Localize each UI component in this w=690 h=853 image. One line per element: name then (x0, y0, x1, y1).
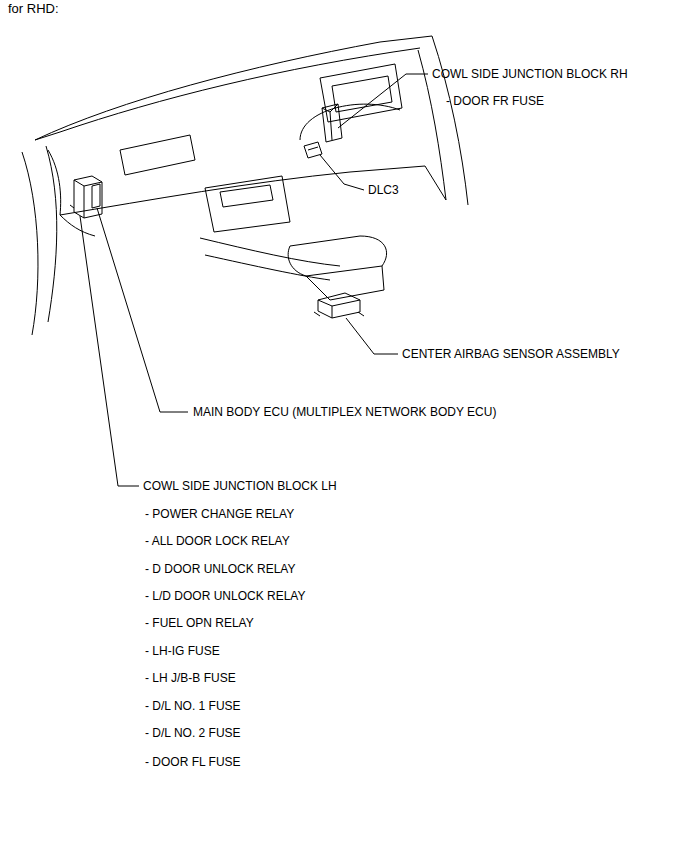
component-item: - FUEL OPN RELAY (145, 616, 254, 630)
component-item: - DOOR FL FUSE (145, 755, 241, 769)
component-item: - D/L NO. 1 FUSE (145, 699, 241, 713)
heading: for RHD: (8, 2, 59, 16)
part-label: MAIN BODY ECU (MULTIPLEX NETWORK BODY EC… (193, 405, 496, 419)
component-item: - D DOOR UNLOCK RELAY (145, 562, 295, 576)
part-label: COWL SIDE JUNCTION BLOCK RH (432, 67, 628, 81)
component-item: - LH-IG FUSE (145, 644, 220, 658)
component-item: - DOOR FR FUSE (446, 94, 544, 108)
part-label: COWL SIDE JUNCTION BLOCK LH (143, 479, 337, 493)
component-item: - POWER CHANGE RELAY (145, 507, 294, 521)
component-item: - ALL DOOR LOCK RELAY (145, 534, 290, 548)
part-label: CENTER AIRBAG SENSOR ASSEMBLY (402, 347, 620, 361)
component-item: - D/L NO. 2 FUSE (145, 726, 241, 740)
component-item: - LH J/B-B FUSE (145, 671, 236, 685)
part-label: DLC3 (368, 183, 399, 197)
component-item: - L/D DOOR UNLOCK RELAY (145, 589, 305, 603)
